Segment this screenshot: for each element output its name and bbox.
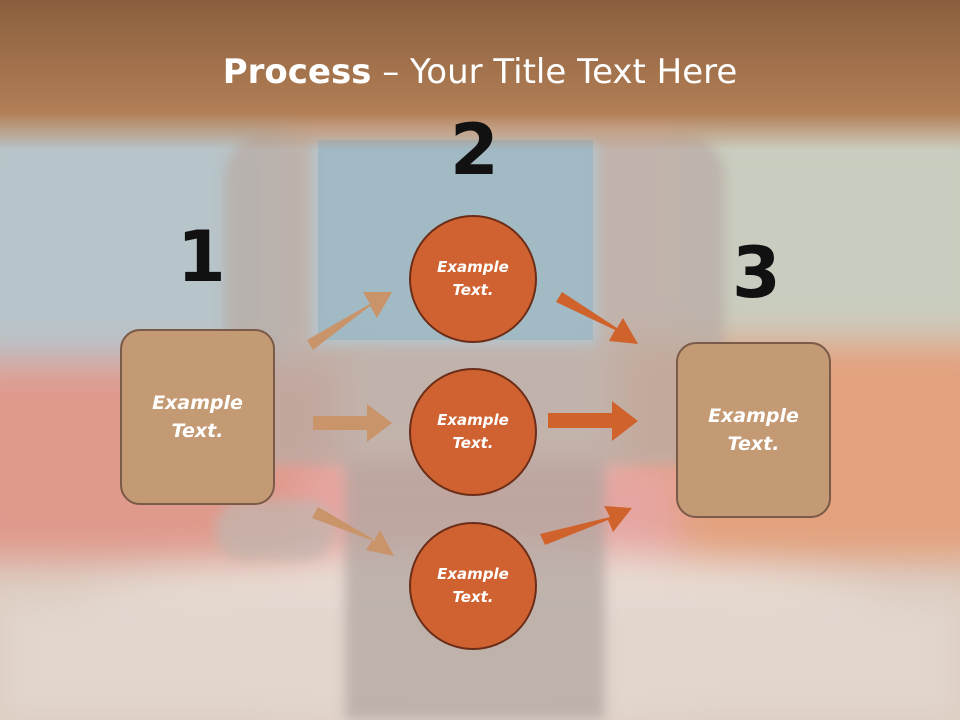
title-strong: Process xyxy=(222,52,372,92)
arrow-left-to-middle xyxy=(313,404,392,442)
step-number-2: 2 xyxy=(450,109,499,191)
step-number-1: 1 xyxy=(177,216,226,298)
title-bar xyxy=(0,0,960,150)
title-rest: – Your Title Text Here xyxy=(371,52,738,92)
process-circle-middle: Example Text. xyxy=(409,368,537,496)
process-circle-top: Example Text. xyxy=(409,215,537,343)
arrow-bottom-to-right xyxy=(540,506,632,545)
process-circle-bottom: Example Text. xyxy=(409,522,537,650)
arrow-middle-to-right xyxy=(548,401,638,441)
process-box-right: Example Text. xyxy=(676,342,831,518)
arrow-left-to-top xyxy=(307,292,392,350)
arrow-top-to-right xyxy=(556,292,638,344)
step-number-3: 3 xyxy=(732,232,781,314)
process-box-left: Example Text. xyxy=(120,329,275,505)
page-title: Process – Your Title Text Here xyxy=(0,52,960,92)
arrow-left-to-bottom xyxy=(312,507,394,556)
